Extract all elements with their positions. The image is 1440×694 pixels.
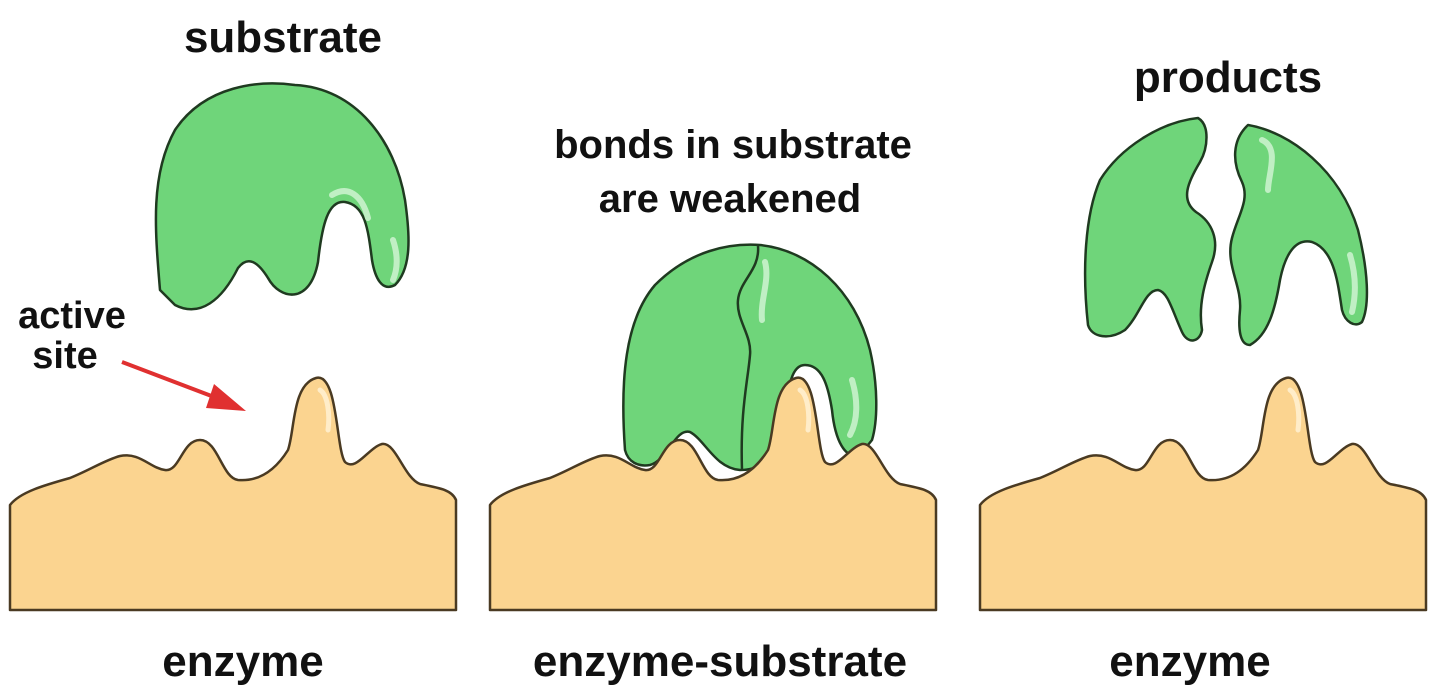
substrate-label: substrate	[184, 13, 382, 62]
enzyme-molecule	[10, 378, 456, 610]
product-fragment-left	[1085, 118, 1215, 340]
active-site-label: active	[18, 295, 126, 337]
panel-products: products enzyme	[980, 53, 1426, 686]
substrate-molecule	[156, 83, 409, 309]
active-site-arrow	[122, 362, 246, 411]
bonds-weakened-label: bonds in substrate	[554, 123, 912, 167]
panel-enzyme-substrate: bonds in substrate are weakened enzyme-s…	[490, 123, 936, 686]
enzyme-label-left: enzyme	[162, 637, 323, 686]
enzyme-substrate-label: enzyme-substrate	[533, 637, 907, 686]
bonds-weakened-label: are weakened	[599, 177, 861, 221]
products-label: products	[1134, 53, 1322, 102]
panel-substrate: substrate active site enzyme	[10, 13, 456, 686]
enzyme-label-right: enzyme	[1109, 637, 1270, 686]
active-site-label: site	[32, 335, 97, 377]
product-fragment-right	[1230, 125, 1367, 345]
enzyme-molecule	[980, 378, 1426, 610]
